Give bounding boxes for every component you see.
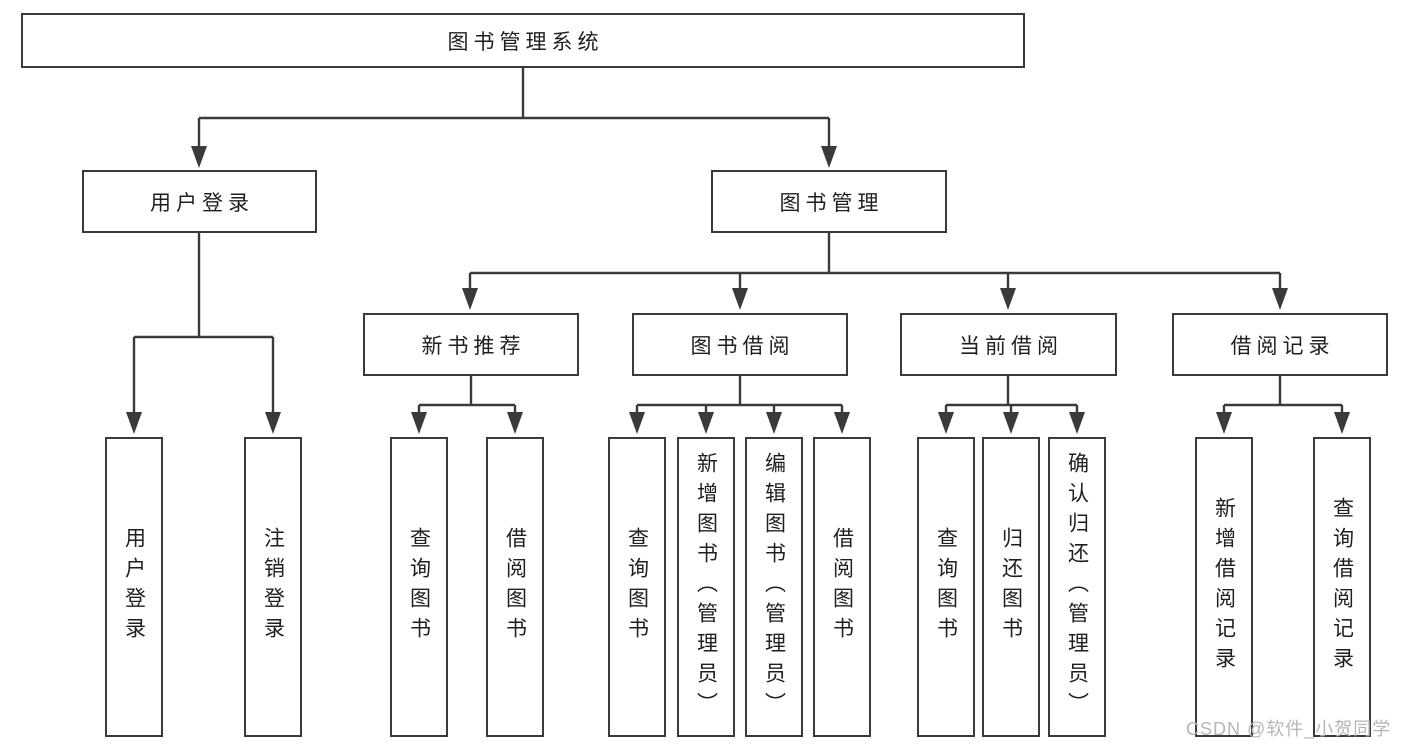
- leaf-label: 确认归还（管理员）: [1065, 452, 1089, 722]
- node-borrow-records: 借阅记录: [1172, 313, 1388, 376]
- leaf-label: 注销登录: [261, 527, 285, 647]
- leaf-label: 编辑图书（管理员）: [762, 452, 786, 722]
- csdn-watermark: CSDN @软件_小贺同学: [1186, 719, 1392, 739]
- leaf-borrow-books-recommend: 借阅图书: [486, 437, 544, 737]
- leaf-label: 借阅图书: [503, 527, 527, 647]
- leaf-add-borrow-record: 新增借阅记录: [1195, 437, 1253, 737]
- leaf-label: 归还图书: [999, 527, 1023, 647]
- leaf-query-borrow-record: 查询借阅记录: [1313, 437, 1371, 737]
- leaf-label: 用户登录: [122, 527, 146, 647]
- arrowhead-icons: [126, 146, 1350, 434]
- leaf-query-books-current: 查询图书: [917, 437, 975, 737]
- leaf-borrow-books-borrow: 借阅图书: [813, 437, 871, 737]
- leaf-logout: 注销登录: [244, 437, 302, 737]
- leaf-label: 查询借阅记录: [1330, 497, 1354, 677]
- leaf-edit-book-admin: 编辑图书（管理员）: [745, 437, 803, 737]
- leaf-label: 新增图书（管理员）: [694, 452, 718, 722]
- leaf-add-book-admin: 新增图书（管理员）: [677, 437, 735, 737]
- node-book-borrow: 图书借阅: [632, 313, 848, 376]
- node-book-management-system: 图书管理系统: [21, 13, 1025, 68]
- leaf-label: 查询图书: [407, 527, 431, 647]
- node-current-borrow: 当前借阅: [900, 313, 1117, 376]
- node-user-login: 用户登录: [82, 170, 317, 233]
- node-book-management: 图书管理: [711, 170, 947, 233]
- leaf-label: 查询图书: [625, 527, 649, 647]
- leaf-label: 借阅图书: [830, 527, 854, 647]
- leaf-query-books-borrow: 查询图书: [608, 437, 666, 737]
- leaf-label: 查询图书: [934, 527, 958, 647]
- node-new-book-recommend: 新书推荐: [363, 313, 579, 376]
- leaf-query-books-recommend: 查询图书: [390, 437, 448, 737]
- leaf-label: 新增借阅记录: [1212, 497, 1236, 677]
- leaf-return-book: 归还图书: [982, 437, 1040, 737]
- leaf-user-login: 用户登录: [105, 437, 163, 737]
- leaf-confirm-return-admin: 确认归还（管理员）: [1048, 437, 1106, 737]
